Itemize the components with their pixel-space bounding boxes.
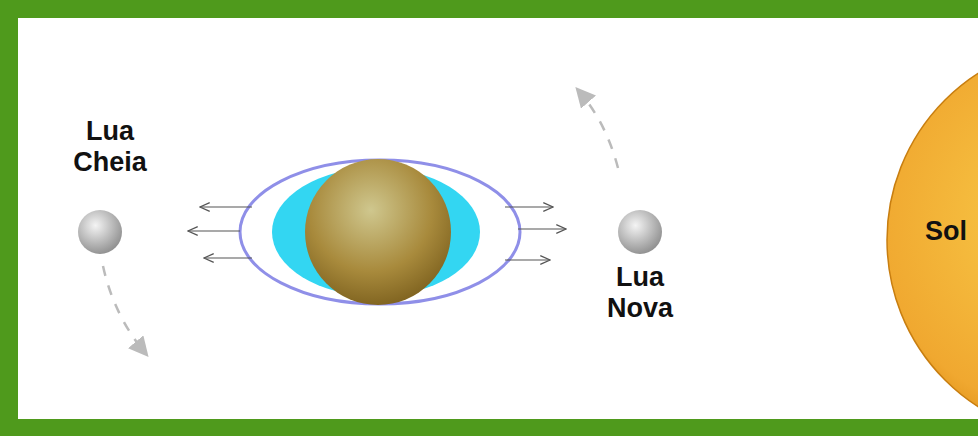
moon-disc [76,208,124,256]
orbit-arrow [578,90,618,168]
earth-sphere [305,159,451,305]
force-arrows [188,207,566,260]
sun: Sol [885,40,978,436]
moon-phase-label: Lua Cheia [62,116,158,178]
sun-label: Sol [911,216,978,247]
moon-phase-label: Lua Nova [592,262,688,324]
moon-disc [616,208,664,256]
new-moon: Lua Nova [580,200,700,330]
tide-envelope [240,160,520,304]
full-moon: Lua Cheia [40,110,180,270]
orbit-arrow [103,266,146,354]
